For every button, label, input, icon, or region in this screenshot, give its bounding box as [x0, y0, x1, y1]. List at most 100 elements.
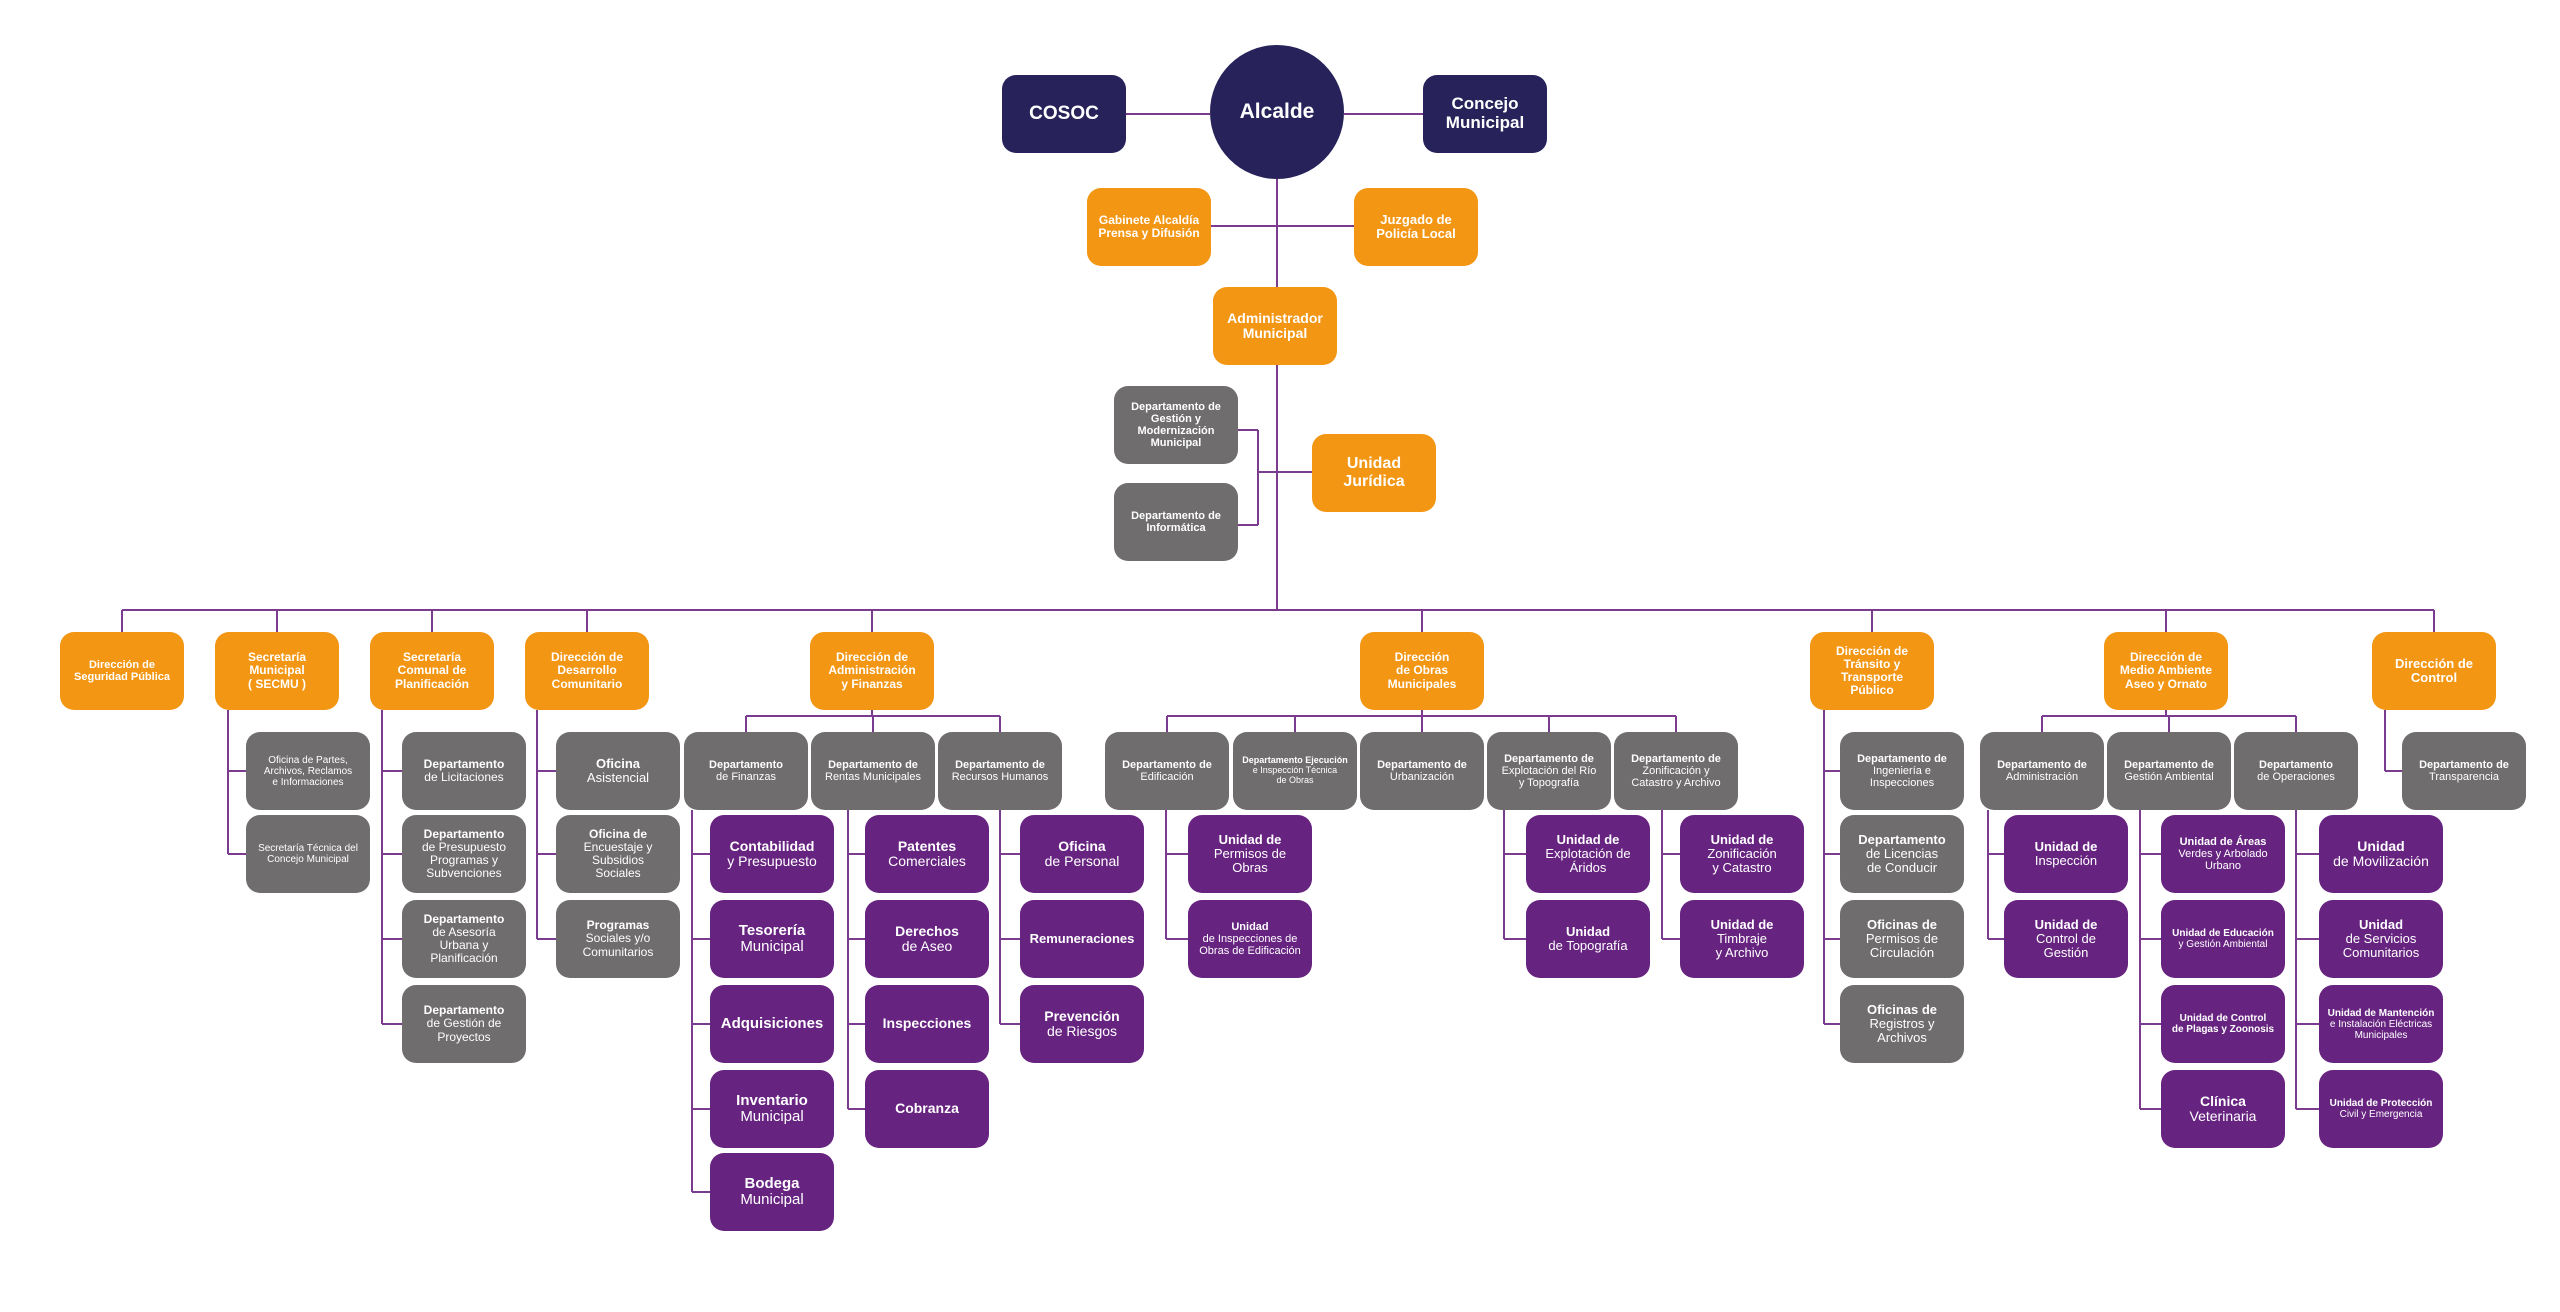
- node-subtitle: de Inspecciones de Obras de Edificación: [1199, 932, 1301, 958]
- node-title: Dirección de Seguridad Pública: [74, 658, 170, 683]
- node-title: Departamento de: [1631, 752, 1721, 765]
- node-title: Dirección de Control: [2394, 655, 2474, 685]
- node-subtitle: Recursos Humanos: [951, 771, 1049, 783]
- node-title: Departamento de: [828, 758, 918, 771]
- node-dideco: Dirección de Desarrollo Comunitario: [525, 632, 649, 710]
- node-oficina-partes: Oficina de Partes, Archivos, Reclamos e …: [246, 732, 370, 810]
- node-title: Unidad de: [1556, 831, 1620, 847]
- node-title: Unidad de: [1710, 831, 1774, 847]
- node-title: Prevención: [1044, 1007, 1120, 1024]
- node-subtitle: Municipal: [740, 1108, 804, 1125]
- node-title: Departamento de Informática: [1131, 509, 1221, 534]
- node-subtitle: Registros y Archivos: [1869, 1015, 1935, 1046]
- node-subtitle: Sociales y/o Comunitarios: [582, 931, 654, 959]
- node-subtitle: Rentas Municipales: [825, 771, 921, 783]
- node-subtitle: Zonificación y Catastro y Archivo: [1631, 764, 1721, 790]
- node-cobranza: Cobranza: [865, 1070, 989, 1148]
- node-title: Derechos: [895, 922, 959, 939]
- node-title: Dirección de Administración y Finanzas: [828, 650, 916, 691]
- node-subtitle: Timbraje y Archivo: [1715, 930, 1769, 961]
- node-title: Administrador Municipal: [1227, 309, 1323, 341]
- node-secmu: Secretaría Municipal ( SECMU ): [215, 632, 339, 710]
- node-title: Departamento de Gestión y Modernización …: [1131, 400, 1221, 450]
- node-remuneraciones: Remuneraciones: [1020, 900, 1144, 978]
- node-subtitle: Municipal: [740, 938, 804, 955]
- node-title: Oficina de: [588, 826, 647, 841]
- node-title: Departamento: [2259, 758, 2333, 771]
- node-title: Dirección de Tránsito y Transporte Públi…: [1835, 643, 1909, 698]
- node-dom: Dirección de Obras Municipales: [1360, 632, 1484, 710]
- node-title: COSOC: [1029, 102, 1099, 124]
- node-title: Departamento Ejecución: [1242, 755, 1348, 766]
- node-title: Departamento: [709, 758, 783, 771]
- node-title: Departamento de: [1122, 758, 1212, 771]
- node-concejo: Concejo Municipal: [1423, 75, 1547, 153]
- node-title: Unidad de Áreas: [2179, 835, 2267, 848]
- node-title: Clínica: [2200, 1092, 2246, 1109]
- node-subtitle: Oficina de Partes, Archivos, Reclamos e …: [263, 754, 353, 788]
- node-title: Secretaría Municipal ( SECMU ): [247, 650, 307, 691]
- node-control: Dirección de Control: [2372, 632, 2496, 710]
- node-dep-informatica: Departamento de Informática: [1114, 483, 1238, 561]
- node-subtitle: Permisos de Circulación: [1865, 930, 1939, 961]
- node-daf: Dirección de Administración y Finanzas: [810, 632, 934, 710]
- node-subtitle: de Asesoría Urbana y Planificación: [430, 924, 498, 966]
- node-title: Departamento de: [1857, 752, 1947, 765]
- node-subtitle: de Gestión de Proyectos: [426, 1016, 502, 1044]
- node-subtitle: Administración: [2005, 771, 2079, 783]
- node-u-control-plagas: Unidad de Control de Plagas y Zoonosis: [2161, 985, 2285, 1063]
- node-title: Unidad: [1565, 923, 1611, 939]
- node-title: Remuneraciones: [1029, 930, 1135, 946]
- node-alcalde: Alcalde: [1210, 45, 1344, 179]
- node-admin-mun: Administrador Municipal: [1213, 287, 1337, 365]
- node-subtitle: Explotación de Áridos: [1545, 845, 1631, 876]
- node-subtitle: de Topografía: [1548, 938, 1628, 953]
- node-subtitle: de Aseo: [901, 938, 953, 954]
- node-subtitle: y Presupuesto: [727, 853, 817, 869]
- node-title: Oficinas de: [1866, 1001, 1938, 1017]
- node-subtitle: Comerciales: [888, 853, 966, 869]
- node-subtitle: Ingeniería e Inspecciones: [1869, 764, 1935, 790]
- node-gabinete: Gabinete Alcaldía Prensa y Difusión: [1087, 188, 1211, 266]
- node-subtitle: Transparencia: [2429, 771, 2499, 783]
- node-subtitle: Veterinaria: [2189, 1108, 2257, 1124]
- node-title: Gabinete Alcaldía Prensa y Difusión: [1098, 212, 1200, 240]
- node-subtitle: Urbanización: [1389, 771, 1455, 783]
- node-subtitle: de Riesgos: [1046, 1023, 1118, 1039]
- node-transito: Dirección de Tránsito y Transporte Públi…: [1810, 632, 1934, 710]
- node-subtitle: Control de Gestión: [2036, 930, 2096, 961]
- node-subtitle: Permisos de Obras: [1213, 845, 1287, 876]
- node-dep-gestion: Departamento de Gestión y Modernización …: [1114, 386, 1238, 464]
- node-juzgado: Juzgado de Policía Local: [1354, 188, 1478, 266]
